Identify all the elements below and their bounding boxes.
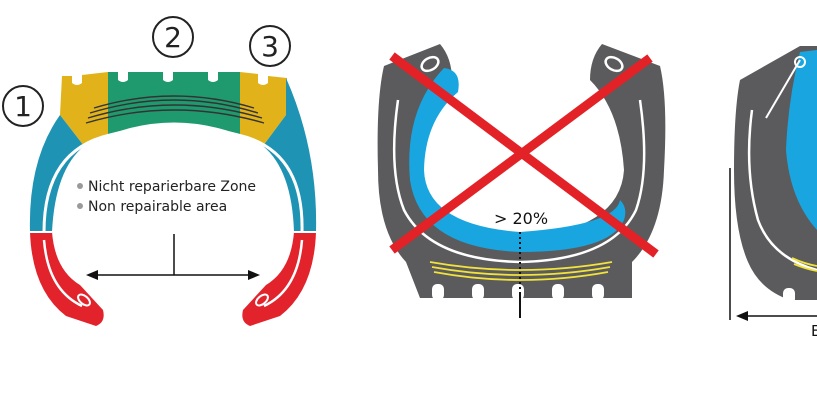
legend-item-de: Nicht reparierbare Zone [88,179,256,195]
zone-number-1: 1 [2,85,44,127]
sidewall-zone-right [263,78,317,232]
panel-non-repairable: > 20% [377,44,666,318]
svg-text:1: 1 [14,90,32,123]
arrow-left-icon [729,168,817,321]
legend: Nicht reparierbare Zone Non repairable a… [77,179,256,215]
bead-zone-left [30,232,104,326]
panel-cropped-tire: E [729,46,817,340]
tread-zone-green [108,72,240,135]
svg-text:2: 2 [164,21,182,54]
svg-text:3: 3 [261,30,279,63]
belt-lines [85,95,265,124]
legend-item-en: Non repairable area [88,199,227,215]
panel-repairable-zones: 1 2 3 Nicht reparierbare Zone Non repair… [2,16,317,326]
shoulder-zone-left [60,72,108,146]
shoulder-zone-right [240,72,287,146]
circled-number-icon [2,85,44,127]
bead-zone-right [242,232,316,326]
zone-number-2: 2 [152,16,194,58]
circled-number-icon [152,16,194,58]
double-arrow-icon [86,234,260,280]
tread-notches [432,284,604,300]
inner-liner-blue-partial [786,50,817,230]
cropped-label: E [811,322,817,340]
belt-lines-yellow [429,261,613,281]
circled-number-icon [249,25,291,67]
damage-percent-label: > 20% [494,209,548,228]
red-x-cross-icon [389,52,659,258]
inner-liner-line [42,125,304,233]
bullet-icon [77,183,83,189]
zone-number-3: 3 [249,25,291,67]
bullet-icon [77,203,83,209]
